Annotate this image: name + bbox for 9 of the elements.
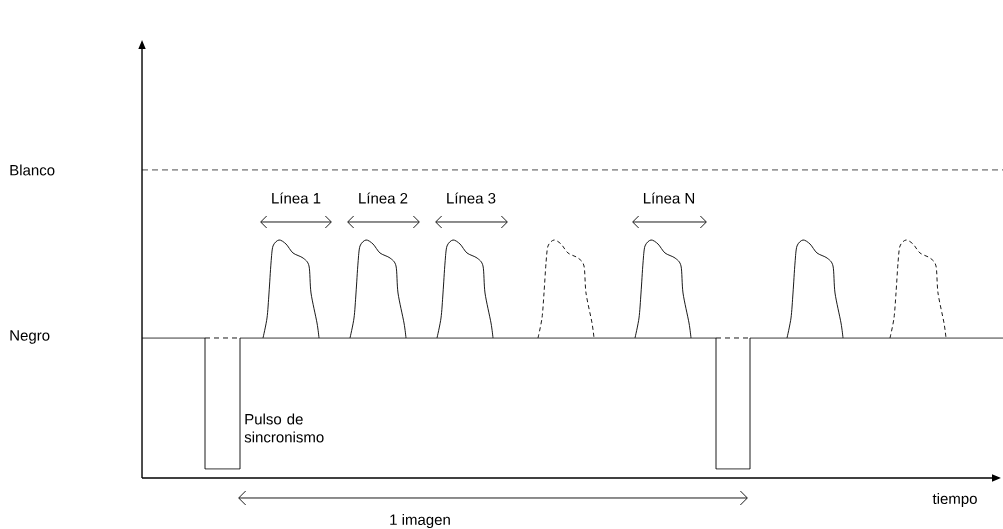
span-label: Línea 2 — [359, 192, 408, 204]
level-label: Blanco — [10, 164, 55, 176]
span-label: Línea 3 — [447, 192, 496, 204]
span-label: Línea N — [643, 192, 694, 204]
span-label: Línea 1 — [272, 192, 321, 204]
level-label: Negro — [10, 330, 50, 344]
callout-text: Pulso de sincronismo — [244, 413, 324, 443]
axis-label: tiempo — [932, 493, 977, 507]
span-label: 1 imagen — [390, 514, 450, 528]
